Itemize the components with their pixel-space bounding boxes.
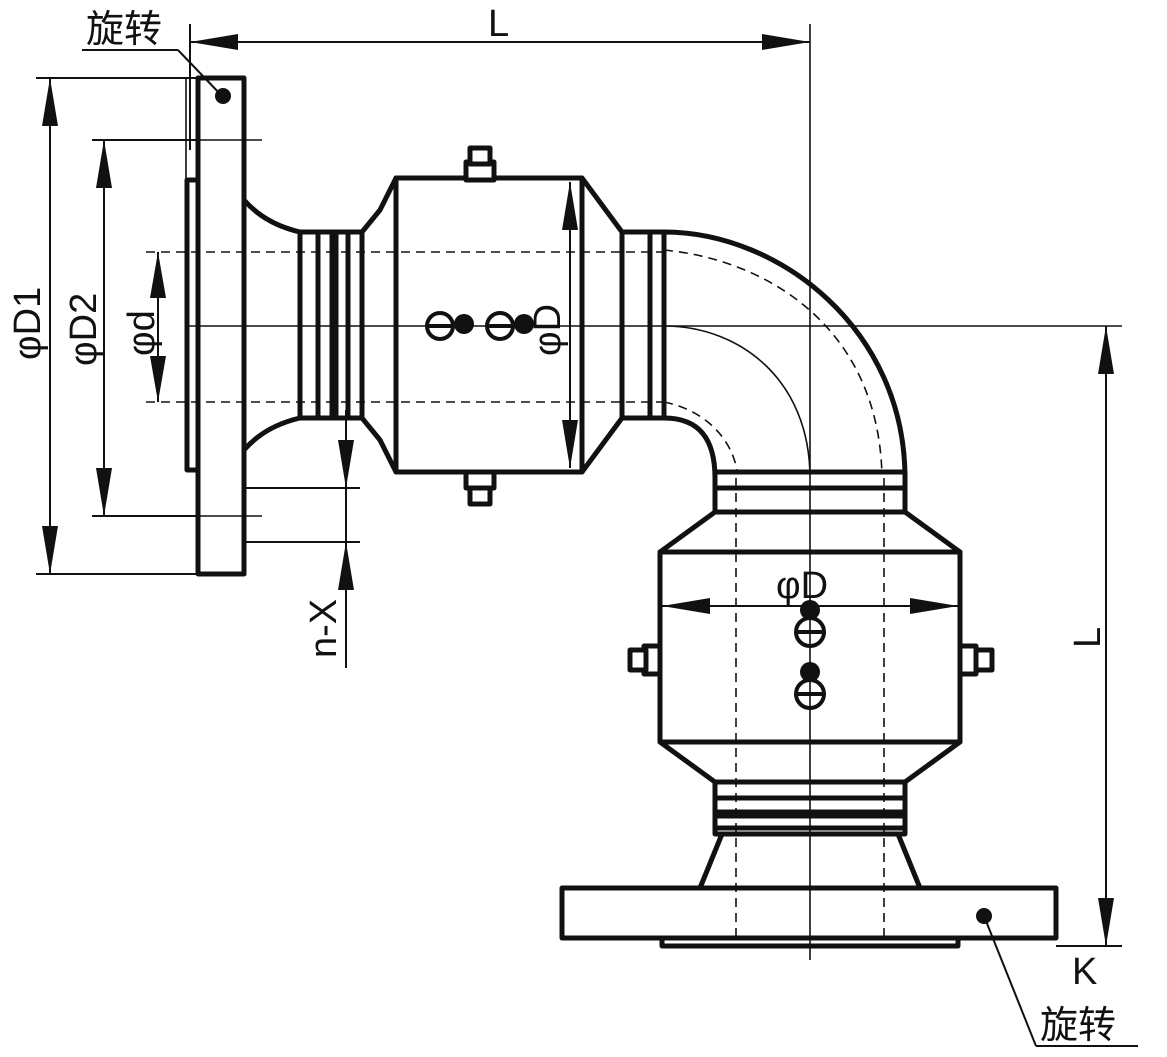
dimension-L-top: L [189,3,810,150]
dimension-D2: φD2 [63,139,198,517]
hidden-lines [146,251,885,940]
upper-right-collar [619,229,669,421]
dimension-D-upper: φD [527,182,578,468]
label-D1: φD1 [7,287,49,360]
label-nX: n-X [303,599,345,658]
bottom-flange [559,885,1059,949]
label-L-right: L [1067,627,1109,648]
label-D2: φD2 [63,293,105,366]
dimension-L-right: L [1056,326,1122,947]
centre-lines [186,24,1122,960]
upper-body-left-taper [359,175,399,475]
dimension-nX: n-X [244,410,360,668]
label-L-top: L [488,3,509,45]
grease-fitting-bottom [463,469,497,507]
elbow-pipe [661,229,908,481]
label-K: K [1072,951,1097,993]
dimension-d: φd [121,252,166,402]
leader-rotate-bottom: 旋转 [983,915,1138,1047]
label-D-upper: φD [527,304,569,356]
label-d: φd [121,310,163,356]
label-rotate-bottom: 旋转 [1040,1003,1116,1047]
dimension-D1: φD1 [7,77,198,575]
left-flange-neck [241,197,303,453]
grease-fitting-right [957,643,995,677]
label-rotate-top: 旋转 [86,7,162,51]
left-collar [297,229,365,421]
leader-rotate-top: 旋转 [82,7,223,97]
dimension-D-lower: φD [662,565,958,614]
grease-fitting-left [627,643,663,677]
grease-fitting-top [463,145,497,183]
label-D-lower: φD [776,565,828,607]
upper-body-right-taper [579,175,625,475]
